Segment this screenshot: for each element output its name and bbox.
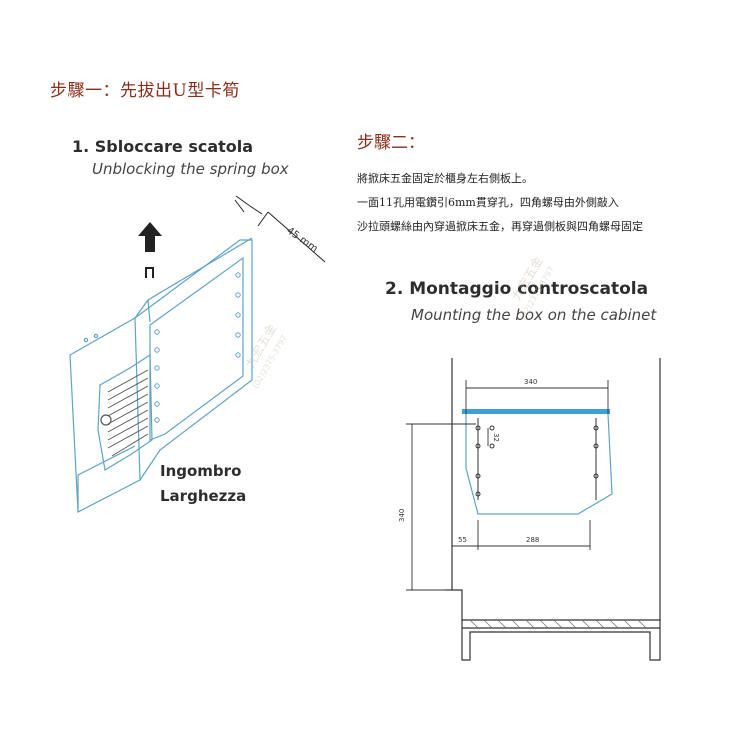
dimension-width-bottom: 288 bbox=[526, 536, 539, 544]
dimension-offset-left: 55 bbox=[458, 536, 467, 544]
figure2-subheading: Mounting the box on the cabinet bbox=[411, 306, 657, 324]
u-clip-icon bbox=[145, 267, 154, 278]
figure2-mounting-holes bbox=[475, 418, 599, 500]
figure1-label-larghezza: Larghezza bbox=[160, 487, 247, 505]
figure1-heading: 1. Sbloccare scatola bbox=[72, 137, 254, 156]
step2-instruction-line: 將掀床五金固定於櫃身左右側板上。 bbox=[357, 172, 533, 185]
figure1-subheading: Unblocking the spring box bbox=[92, 160, 289, 178]
watermark-2: 九宏五金 (02)2375-3797 bbox=[509, 254, 556, 322]
step2-instruction-line: 沙拉頭螺絲由內穿過掀床五金，再穿過側板與四角螺母固定 bbox=[357, 220, 643, 233]
figure1-spring-box-drawing bbox=[69, 237, 253, 513]
figure2-top-rail bbox=[462, 409, 610, 414]
step2-instruction-line: 一面11孔用電鑽引6mm貫穿孔，四角螺母由外側敲入 bbox=[357, 196, 619, 209]
dimension-width-top: 340 bbox=[524, 378, 537, 386]
figure2-dimension-lines bbox=[406, 380, 609, 591]
unlock-up-arrow bbox=[138, 222, 162, 252]
dimension-height-left: 340 bbox=[398, 509, 406, 522]
figure2-box-outline bbox=[465, 413, 613, 515]
step2-title: 步驟二： bbox=[357, 133, 425, 153]
step1-title: 步驟一：先拔出U型卡筍 bbox=[50, 81, 240, 101]
dimension-hole-spacing: 32 bbox=[492, 433, 500, 442]
figure1-label-ingombro: Ingombro bbox=[160, 462, 242, 480]
figure2-hatched-shelf bbox=[469, 619, 647, 629]
dimension-45mm-label: 45 mm bbox=[284, 225, 319, 254]
figure1-plate-holes bbox=[154, 272, 241, 423]
figure2-heading: 2. Montaggio controscatola bbox=[385, 279, 649, 299]
dimension-45mm bbox=[234, 195, 326, 263]
